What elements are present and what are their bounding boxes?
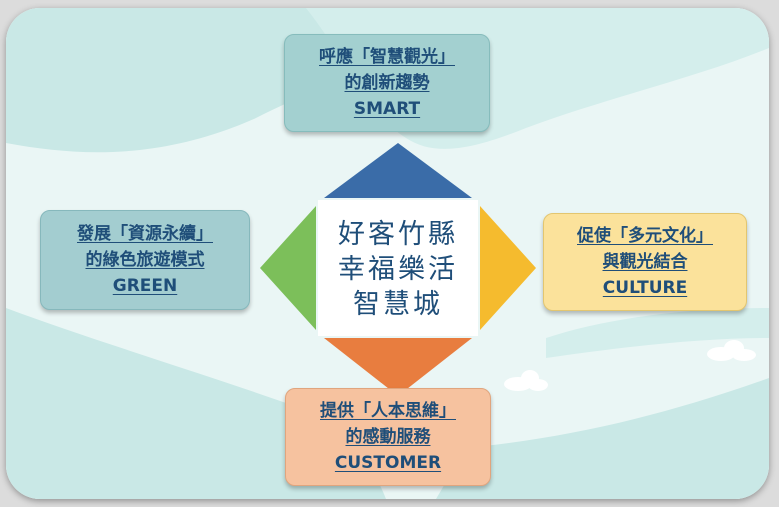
bottom-triangle [324,338,472,396]
customer-box: 提供「人本思維」 的感動服務 CUSTOMER [285,388,491,486]
center-title: 好客竹縣 幸福樂活 智慧城 [324,206,472,332]
smart-label: SMART [353,99,421,119]
right-triangle [480,206,536,330]
center-line: 好客竹縣 [338,218,458,250]
culture-box: 促使「多元文化」 與觀光結合 CULTURE [543,213,747,311]
culture-line-2: 與觀光結合 [602,252,688,272]
diagram-frame: 好客竹縣 幸福樂活 智慧城 呼應「智慧觀光」 的創新趨勢 SMART 發展「資源… [6,8,769,499]
center-square [318,200,478,336]
cloud-icon [504,370,548,391]
green-label: GREEN [112,276,178,296]
cloud-icon [707,340,756,361]
culture-label: CULTURE [602,278,688,298]
smart-line-2: 的創新趨勢 [344,73,430,93]
customer-line-2: 的感動服務 [345,427,431,447]
green-line-2: 的綠色旅遊模式 [85,250,205,270]
culture-line-1: 促使「多元文化」 [577,226,713,246]
smart-box: 呼應「智慧觀光」 的創新趨勢 SMART [284,34,490,132]
customer-line-1: 提供「人本思維」 [320,401,456,421]
top-triangle [324,143,472,198]
left-triangle [260,206,316,330]
green-line-1: 發展「資源永續」 [77,224,213,244]
green-box: 發展「資源永續」 的綠色旅遊模式 GREEN [40,210,250,310]
customer-label: CUSTOMER [334,453,442,473]
center-line: 智慧城 [353,288,443,320]
center-line: 幸福樂活 [338,253,458,285]
smart-line-1: 呼應「智慧觀光」 [319,47,455,67]
